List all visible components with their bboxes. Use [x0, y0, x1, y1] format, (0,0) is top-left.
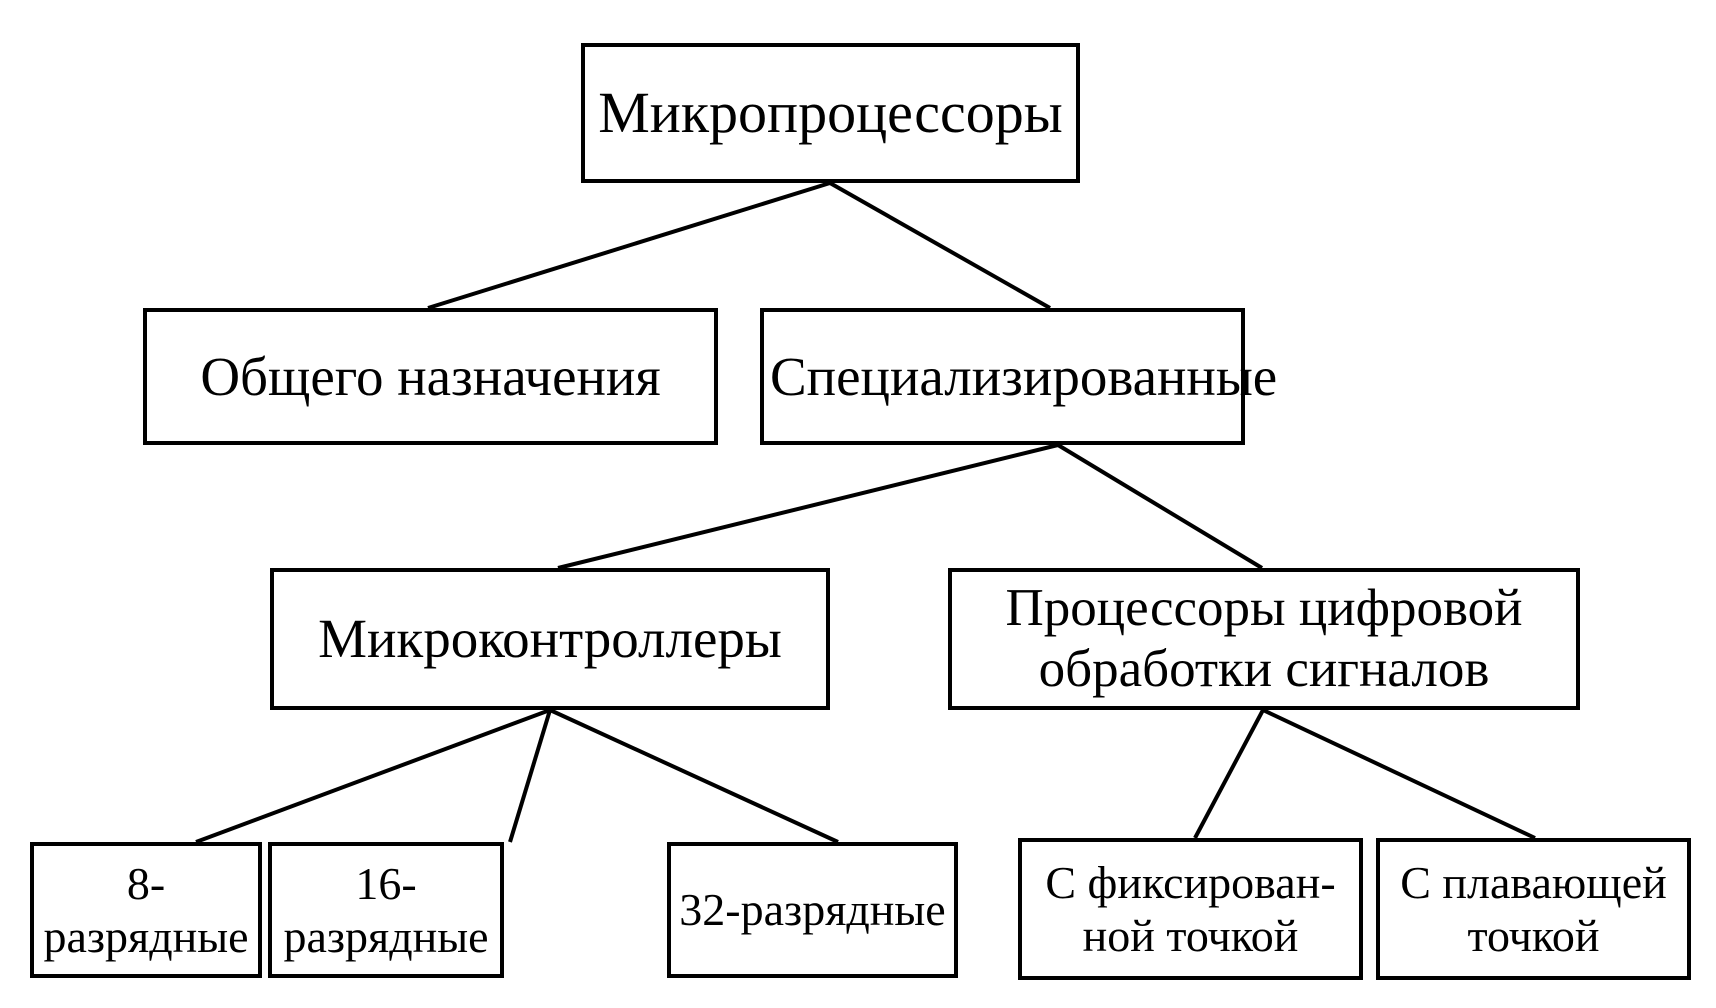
- node-32-bit[interactable]: 32-разрядные: [667, 842, 958, 978]
- node-specialized[interactable]: Специализированные: [760, 308, 1278, 445]
- node-8-bit-label: 8-разрядные: [43, 857, 249, 962]
- node-microcontrollers[interactable]: Микроконтроллеры: [270, 568, 830, 710]
- node-16-bit[interactable]: 16-разрядные: [268, 842, 504, 978]
- node-floating-point[interactable]: С плавающей точкой: [1376, 838, 1691, 980]
- edge-mcu-to-bit8: [195, 708, 551, 844]
- node-16-bit-label: 16-разрядные: [283, 857, 489, 962]
- node-digital-signal-processors-label: Процессоры цифровой обработки сигналов: [1005, 578, 1523, 698]
- edge-special-to-dsp: [1056, 443, 1264, 570]
- edge-dsp-to-floatingpoint: [1262, 708, 1536, 840]
- node-fixed-point[interactable]: С фиксирован- ной точкой: [1018, 838, 1363, 980]
- node-8-bit[interactable]: 8-разрядные: [30, 842, 262, 978]
- node-general-purpose[interactable]: Общего назначения: [143, 308, 718, 445]
- node-general-purpose-label: Общего назначения: [200, 345, 661, 407]
- node-specialized-label: Специализированные: [770, 345, 1278, 407]
- edge-root-to-general: [427, 181, 831, 310]
- edge-root-to-special: [829, 181, 1051, 310]
- node-digital-signal-processors[interactable]: Процессоры цифровой обработки сигналов: [948, 568, 1580, 710]
- edge-mcu-to-bit16: [508, 709, 552, 843]
- edge-special-to-mcu: [557, 443, 1059, 570]
- node-fixed-point-label: С фиксирован- ной точкой: [1045, 856, 1336, 961]
- node-microprocessors-label: Микропроцессоры: [598, 80, 1063, 146]
- edge-dsp-to-fixedpoint: [1193, 709, 1265, 839]
- edge-mcu-to-bit32: [549, 708, 839, 844]
- node-floating-point-label: С плавающей точкой: [1400, 856, 1667, 961]
- node-32-bit-label: 32-разрядные: [679, 884, 946, 936]
- node-microcontrollers-label: Микроконтроллеры: [318, 608, 782, 670]
- node-microprocessors[interactable]: Микропроцессоры: [581, 43, 1080, 183]
